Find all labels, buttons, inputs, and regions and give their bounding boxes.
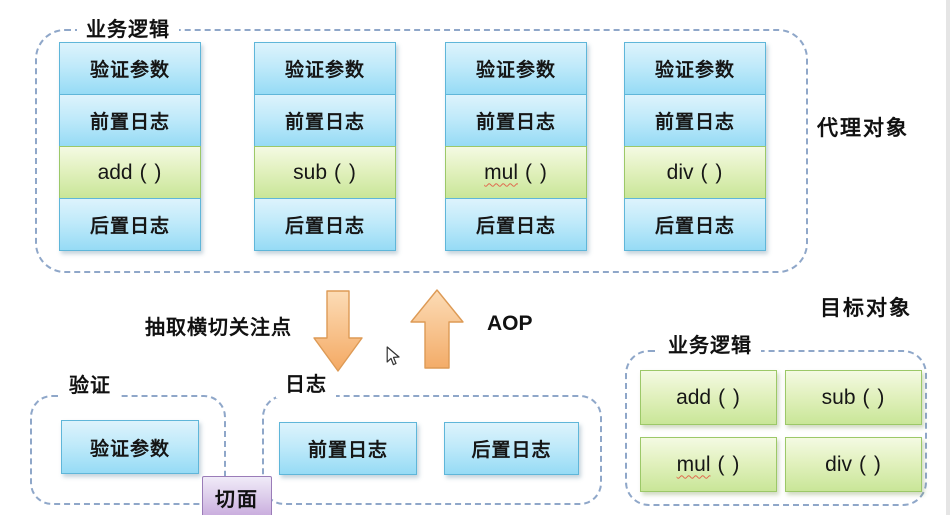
validation-group-title: 验证 [60, 373, 120, 399]
right-edge-strip [946, 0, 950, 515]
arrow-down-icon [313, 290, 363, 372]
before-log-cell: 前置日志 [624, 94, 766, 147]
validate-cell: 验证参数 [254, 42, 396, 95]
proxy-group-title: 业务逻辑 [77, 17, 179, 43]
proxy-column-div: 验证参数 前置日志 div ( ) 后置日志 [624, 42, 766, 251]
target-method-sub: sub ( ) [785, 370, 922, 425]
method-cell: div ( ) [624, 146, 766, 199]
mouse-cursor-icon [386, 346, 400, 366]
target-object-label: 目标对象 [820, 297, 912, 320]
before-log-box: 前置日志 [279, 422, 417, 475]
method-name: div [825, 452, 853, 476]
proxy-object-label: 代理对象 [817, 117, 909, 140]
target-method-div: div ( ) [785, 437, 922, 492]
method-paren: ( ) [718, 385, 741, 409]
method-paren: ( ) [139, 160, 163, 184]
proxy-column-mul: 验证参数 前置日志 mul ( ) 后置日志 [445, 42, 587, 251]
method-name: div [666, 160, 694, 184]
proxy-column-add: 验证参数 前置日志 add ( ) 后置日志 [59, 42, 201, 251]
after-log-box: 后置日志 [444, 422, 579, 475]
method-paren: ( ) [717, 452, 741, 476]
target-method-add: add ( ) [640, 370, 777, 425]
method-name: add [676, 385, 712, 409]
before-log-cell: 前置日志 [59, 94, 201, 147]
method-paren: ( ) [862, 385, 886, 409]
logging-group-title: 日志 [276, 372, 336, 398]
before-log-cell: 前置日志 [445, 94, 587, 147]
validate-cell: 验证参数 [445, 42, 587, 95]
after-log-cell: 后置日志 [624, 198, 766, 251]
method-name: sub [821, 385, 856, 409]
validation-group-container: 验证 验证参数 [30, 373, 226, 505]
method-paren: ( ) [859, 452, 882, 476]
aspect-tag: 切面 [202, 476, 272, 515]
method-name: add [97, 160, 133, 184]
target-method-mul: mul ( ) [640, 437, 777, 492]
validate-cell: 验证参数 [59, 42, 201, 95]
aop-label: AOP [487, 312, 533, 335]
method-name: mul [676, 452, 711, 476]
proxy-column-sub: 验证参数 前置日志 sub ( ) 后置日志 [254, 42, 396, 251]
after-log-cell: 后置日志 [254, 198, 396, 251]
logging-group-container: 日志 前置日志 后置日志 [262, 372, 602, 505]
method-cell: sub ( ) [254, 146, 396, 199]
method-cell: mul ( ) [445, 146, 587, 199]
before-log-cell: 前置日志 [254, 94, 396, 147]
after-log-cell: 后置日志 [59, 198, 201, 251]
after-log-cell: 后置日志 [445, 198, 587, 251]
method-name: mul [484, 160, 518, 184]
validate-cell: 验证参数 [624, 42, 766, 95]
method-name: sub [293, 160, 328, 184]
method-cell: add ( ) [59, 146, 201, 199]
extract-crosscut-label: 抽取横切关注点 [145, 317, 292, 339]
method-paren: ( ) [525, 160, 548, 184]
target-group-container: 业务逻辑 add ( ) sub ( ) mul ( ) div ( ) [625, 333, 927, 506]
method-paren: ( ) [700, 160, 724, 184]
target-group-title: 业务逻辑 [659, 333, 761, 359]
validate-params-box: 验证参数 [61, 420, 199, 474]
proxy-group-container: 业务逻辑 验证参数 前置日志 add ( ) 后置日志 验证参数 前置日志 su… [35, 17, 808, 273]
method-paren: ( ) [334, 160, 357, 184]
arrow-up-icon [410, 289, 464, 369]
